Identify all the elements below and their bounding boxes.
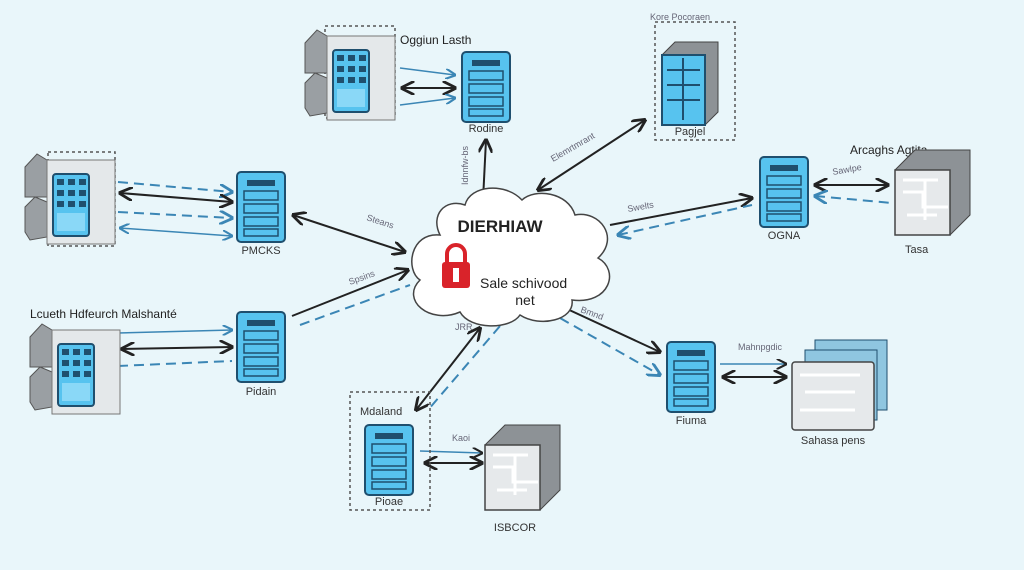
link-top-3: [399, 98, 455, 106]
edge-cloud-right-lower: [564, 307, 660, 352]
bottom-header: Mdaland: [360, 406, 402, 418]
right-lower-server-icon[interactable]: [666, 341, 716, 413]
top-server-label: Rodine: [469, 123, 504, 135]
left-lower-header: Lcueth Hdfeurch Malshanté: [30, 307, 177, 321]
edge-label-cloud-top-right: Elemrtmrant: [549, 130, 597, 163]
stacked-panels-icon[interactable]: [791, 339, 888, 431]
top-right-label: Pagjel: [675, 126, 706, 138]
edge-label-right-upper-store: Sawlpe: [832, 162, 863, 177]
edge-label-cloud-right-lower: Bmnd: [579, 304, 605, 321]
server-rack-icon[interactable]: [661, 41, 719, 126]
left-upper-server-label: PMCKS: [241, 245, 280, 257]
bottom-group: [349, 391, 431, 511]
central-cloud[interactable]: DIERHIAW Sale schivood net: [411, 187, 611, 327]
client-device-icon[interactable]: [304, 29, 396, 121]
edge-label-cloud-bottom: JRR: [455, 322, 473, 332]
link-lu-3: [117, 212, 232, 218]
right-lower-store-label: Sahasa pens: [801, 435, 866, 447]
left-lower-server-icon[interactable]: [236, 311, 286, 383]
left-lower-server-label: Pidain: [246, 386, 277, 398]
link-lu-2: [120, 193, 232, 202]
link-ll-3: [117, 360, 233, 367]
left-upper-server-icon[interactable]: [236, 171, 286, 243]
client-device-icon[interactable]: [29, 323, 121, 415]
edge-cloud-right-upper-dashed: [618, 204, 753, 235]
link-top-1: [399, 67, 455, 75]
right-lower-server-label: Fiuma: [676, 415, 707, 427]
edge-cloud-left-lower-dashed: [299, 284, 411, 326]
client-device-icon[interactable]: [24, 153, 116, 245]
edge-cloud-left-lower: [291, 270, 408, 317]
link-lu-1: [117, 181, 232, 192]
edge-cloud-right-upper: [609, 198, 752, 226]
cloud-subtitle-2: net: [515, 292, 535, 308]
edge-label-cloud-right-upper: Swelts: [627, 199, 655, 214]
top-client-label: Oggiun Lasth: [400, 33, 471, 47]
cloud-title: DIERHIAW: [458, 217, 544, 236]
edge-cloud-bottom-dashed: [427, 325, 501, 411]
storage-cube-icon[interactable]: [893, 148, 972, 237]
bottom-store-label: ISBCOR: [494, 522, 536, 534]
edge-label-right-lower-store: Mahnpgdic: [738, 342, 783, 352]
top-server-icon[interactable]: [461, 51, 511, 123]
edge-label-cloud-left-upper: Steans: [365, 212, 395, 230]
link-ru-2: [815, 196, 893, 203]
link-lu-4: [120, 228, 232, 236]
right-upper-server-icon[interactable]: [759, 156, 809, 228]
top-right-group: [654, 21, 736, 141]
edge-cloud-right-lower-dashed: [559, 317, 660, 375]
right-upper-store-label: Tasa: [905, 244, 929, 256]
bottom-server-icon[interactable]: [364, 424, 414, 496]
edge-cloud-top-right: [538, 120, 645, 190]
cloud-subtitle-1: Sale schivood: [480, 275, 567, 291]
top-right-header: Kore Pocoraen: [650, 12, 710, 22]
bottom-server-label: Pioae: [375, 496, 403, 508]
edge-cloud-left-upper: [293, 215, 405, 252]
edge-label-bottom-store: Kaoi: [452, 433, 470, 443]
lock-icon: [442, 243, 470, 288]
edge-label-cloud-top: Idnnfw-bs: [460, 145, 470, 185]
right-upper-header: Arcaghs Agtita: [850, 143, 928, 157]
storage-cube-icon[interactable]: [483, 423, 562, 512]
link-ll-1: [117, 330, 232, 333]
link-ll-2: [122, 347, 232, 349]
edge-cloud-bottom: [416, 328, 480, 410]
right-upper-server-label: OGNA: [768, 230, 801, 242]
